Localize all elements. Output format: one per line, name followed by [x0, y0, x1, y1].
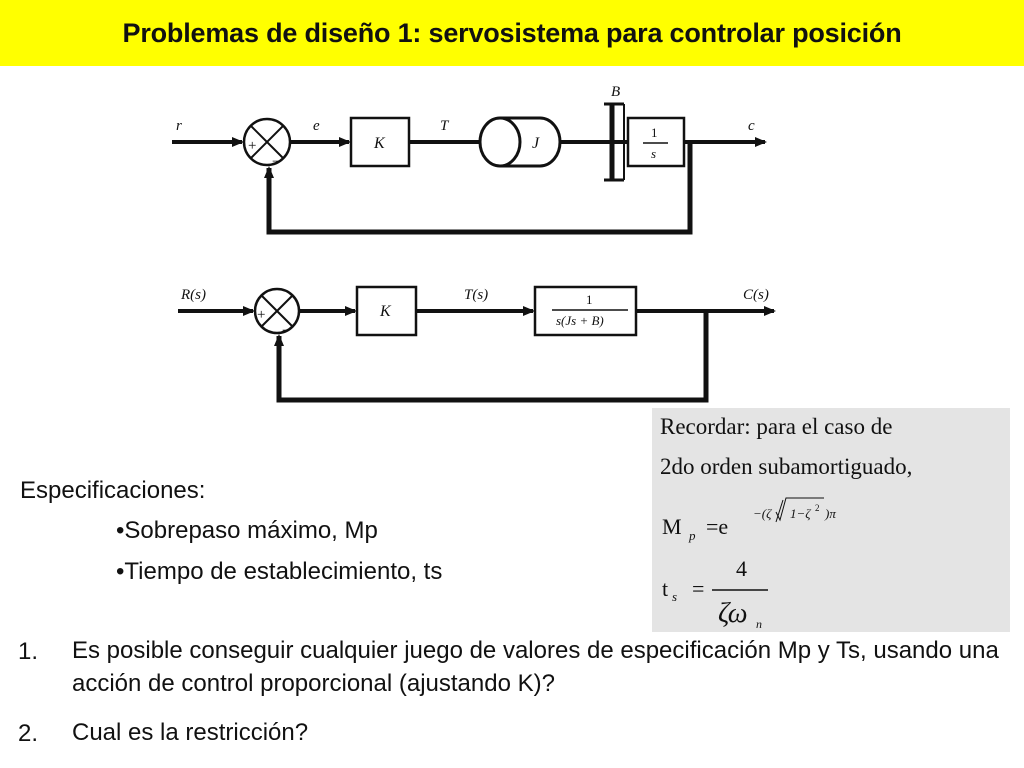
mp-lhs: M	[662, 514, 682, 539]
ts-num: 4	[736, 556, 747, 581]
ts-lhs: t	[662, 576, 668, 601]
ts-eq: =	[692, 576, 704, 601]
d2-minus-label: −	[282, 323, 290, 339]
question-text: Cual es la restricción?	[72, 719, 309, 746]
d2-torque-label: T(s)	[464, 287, 488, 303]
d1-output-label: c	[748, 118, 755, 134]
mp-exp: −(ζ	[753, 506, 772, 521]
diagram-2-labels: R(s) + − K T(s) 1 s(Js + B) C(s)	[180, 287, 769, 339]
spec-item-settling-time: •Tiempo de establecimiento, ts	[116, 558, 443, 585]
d1-inertia-face	[478, 116, 522, 168]
reminder-formulas: M p =e −(ζ 1−ζ 2 )π t s = 4 ζω n	[662, 497, 836, 631]
diagram-2	[178, 285, 776, 403]
mp-exp-root: 1−ζ	[790, 506, 811, 521]
ts-den-sub: n	[756, 617, 762, 631]
mp-slash	[775, 499, 784, 523]
spec-item-overshoot: •Sobrepaso máximo, Mp	[116, 517, 378, 544]
reminder-box: Recordar: para el caso de 2do orden suba…	[652, 408, 1010, 632]
d2-gain-label: K	[379, 303, 392, 320]
reminder-line-1: Recordar: para el caso de	[660, 414, 893, 439]
d1-torque-label: T	[440, 118, 450, 134]
ts-sub: s	[672, 589, 677, 604]
d2-plus-label: +	[257, 307, 265, 323]
d1-input-label: r	[176, 118, 182, 134]
d1-integrator-den: s	[651, 146, 656, 161]
d1-damper-label: B	[611, 84, 620, 100]
diagram-1	[172, 102, 767, 235]
d2-tf-den: s(Js + B)	[556, 313, 604, 328]
mp-eq: =e	[706, 514, 728, 539]
d1-inertia-label: J	[532, 135, 540, 152]
slide-title: Problemas de diseño 1: servosistema para…	[122, 17, 902, 48]
d2-input-label: R(s)	[180, 287, 206, 303]
d1-plus-label: +	[248, 138, 256, 154]
d2-tf-num: 1	[586, 292, 593, 307]
reminder-line-2: 2do orden subamortiguado,	[660, 454, 913, 479]
diagram-1-labels: r + − e K T J B 1 s c	[176, 84, 755, 170]
d1-gain-label: K	[373, 135, 386, 152]
title-bar: Problemas de diseño 1: servosistema para…	[0, 0, 1024, 66]
mp-exp-end: )π	[824, 506, 836, 521]
d1-minus-label: −	[272, 154, 280, 170]
mp-exp-sq: 2	[815, 503, 820, 513]
question-number: 1.	[18, 638, 39, 665]
d1-integrator-num: 1	[651, 125, 658, 140]
specs-heading: Especificaciones:	[20, 477, 206, 504]
d1-inertia-body	[500, 116, 562, 168]
question-number: 2.	[18, 720, 39, 747]
d2-sum-cross-b	[260, 294, 294, 328]
mp-sub: p	[688, 528, 696, 543]
d1-sum-cross-b	[250, 125, 284, 159]
question-text: Es posible conseguir cualquier juego de …	[72, 637, 999, 697]
d2-output-label: C(s)	[743, 287, 769, 303]
d2-feedback-path	[274, 311, 709, 403]
d1-feedback-path	[264, 142, 693, 235]
d1-error-label: e	[313, 118, 320, 134]
ts-den: ζω	[718, 598, 748, 629]
